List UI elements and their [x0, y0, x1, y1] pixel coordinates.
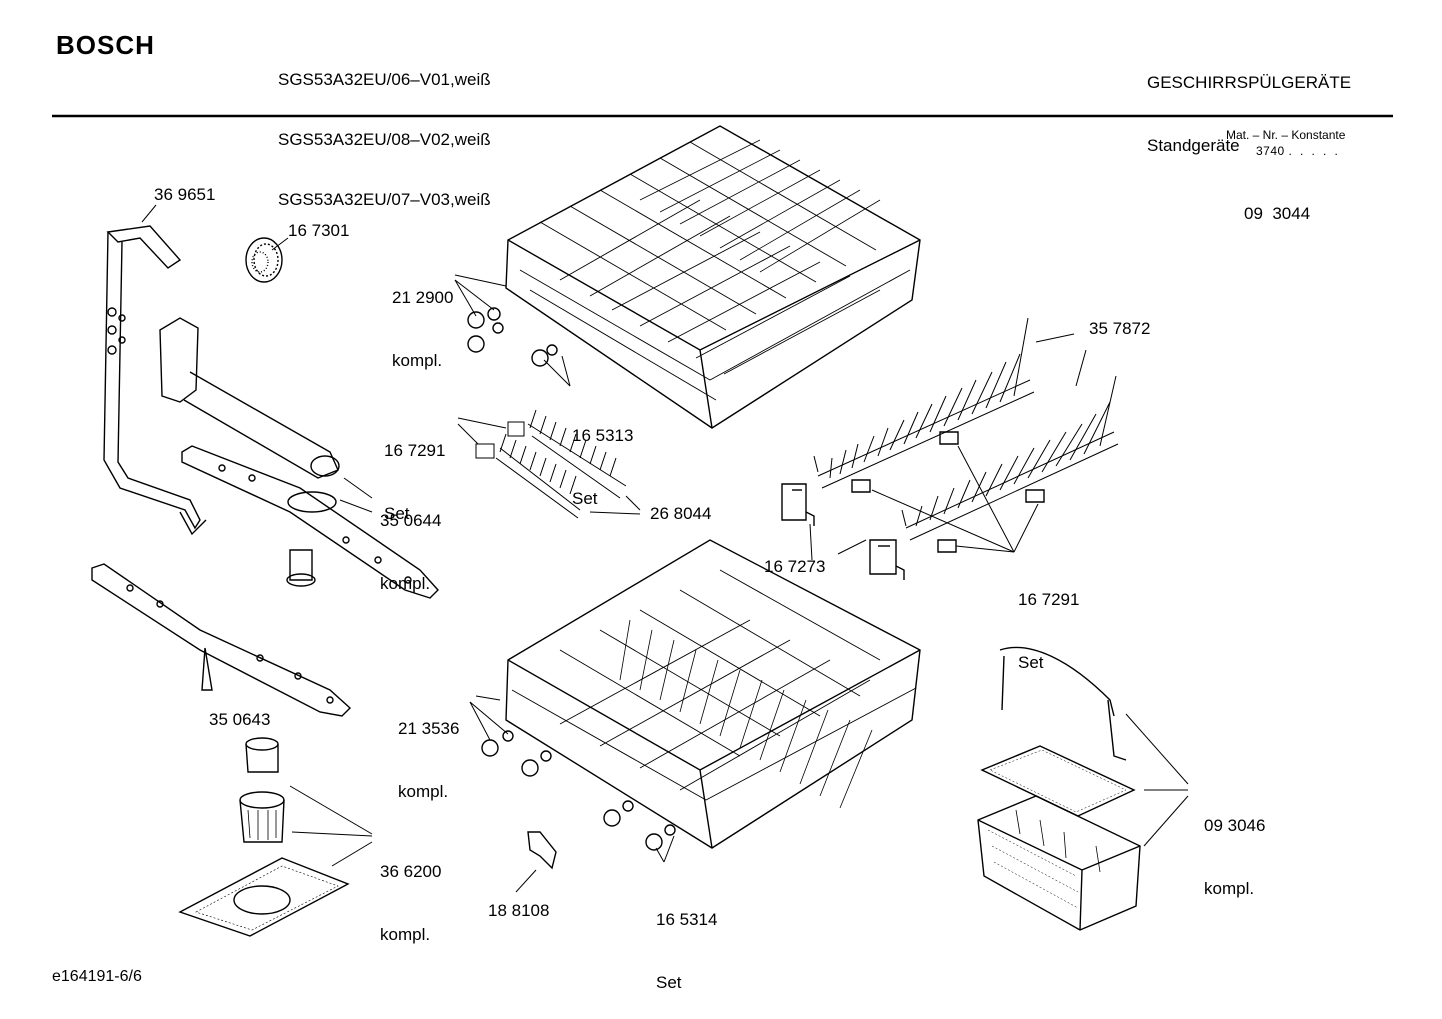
tine-rack-drawing — [475, 409, 627, 519]
leader-lines — [141, 204, 1189, 893]
part-qualifier: Set — [572, 489, 598, 508]
part-qualifier: Set — [1018, 653, 1044, 672]
part-number: 16 5313 — [572, 426, 634, 445]
part-qualifier: kompl. — [380, 925, 431, 944]
part-label-350644: 35 0644 kompl. — [380, 468, 441, 636]
part-label-165313: 16 5313 Set — [572, 383, 633, 551]
part-label-213536: 21 3536 kompl. — [398, 676, 459, 844]
part-label-167291-right: 16 7291 Set — [1018, 547, 1079, 715]
part-label-369651: 36 9651 — [154, 185, 216, 204]
model-list: SGS53A32EU/06–V01,weiß SGS53A32EU/08–V02… — [278, 30, 491, 250]
part-number: 16 5314 — [656, 910, 718, 929]
filter-drawing — [178, 737, 350, 937]
upper-basket-drawing — [505, 125, 921, 429]
part-qualifier: kompl. — [1204, 879, 1255, 898]
part-label-093044: 09 3044 — [1244, 204, 1311, 223]
part-label-268044: 26 8044 — [650, 504, 712, 523]
brand-logo: BOSCH — [56, 30, 155, 60]
part-label-357872: 35 7872 — [1089, 319, 1151, 338]
part-label-366200: 36 6200 kompl. — [380, 819, 441, 987]
supply-pipe-drawing — [103, 225, 207, 536]
lower-basket-drawing — [505, 539, 921, 849]
cutlery-basket-drawing — [977, 646, 1141, 931]
part-qualifier: kompl. — [392, 351, 443, 370]
material-number-label: Mat. – Nr. – Konstante — [1226, 128, 1346, 142]
part-qualifier: kompl. — [380, 574, 431, 593]
part-number: 36 6200 — [380, 862, 442, 881]
part-qualifier: Set — [384, 504, 410, 523]
lower-basket-rollers-drawing — [481, 730, 676, 851]
part-label-167291-top: 16 7291 Set — [384, 398, 445, 566]
material-number-value: 3740 . . . . . — [1256, 144, 1339, 158]
rail-stop-drawing — [527, 831, 557, 870]
part-number: 21 3536 — [398, 719, 460, 738]
part-qualifier: kompl. — [398, 782, 449, 801]
part-label-167301: 16 7301 — [288, 221, 350, 240]
part-label-350643: 35 0643 — [209, 710, 271, 729]
part-label-212900: 21 2900 kompl. — [392, 245, 453, 413]
fold-tine-racks-drawing — [813, 317, 1119, 541]
part-number: 16 7291 — [384, 441, 446, 460]
lower-spray-arm-drawing — [91, 563, 352, 717]
sieve-cap-drawing — [245, 237, 283, 283]
part-number: 16 7291 — [1018, 590, 1080, 609]
part-label-167273: 16 7273 — [764, 557, 826, 576]
model-line: SGS53A32EU/07–V03,weiß — [278, 190, 491, 209]
upper-spray-arm-pipe-drawing — [159, 317, 340, 479]
category-subtitle: Standgeräte — [1147, 136, 1240, 155]
part-label-093046: 09 3046 kompl. — [1204, 773, 1265, 941]
part-number: 09 3046 — [1204, 816, 1266, 835]
model-line: SGS53A32EU/06–V01,weiß — [278, 70, 491, 89]
part-number: 35 0644 — [380, 511, 442, 530]
upper-spray-arm-drawing — [181, 445, 439, 599]
rack-clips-drawing — [781, 431, 1045, 580]
document-id: e164191-6/6 — [52, 968, 142, 985]
category-block: GESCHIRRSPÜLGERÄTE Standgeräte — [1147, 30, 1351, 198]
category-title: GESCHIRRSPÜLGERÄTE — [1147, 73, 1352, 92]
part-label-165314: 16 5314 Set — [656, 867, 717, 1019]
part-label-188108: 18 8108 — [488, 901, 550, 920]
part-qualifier: Set — [656, 973, 682, 992]
model-line: SGS53A32EU/08–V02,weiß — [278, 130, 491, 149]
upper-basket-rollers-drawing — [467, 307, 558, 367]
part-number: 21 2900 — [392, 288, 454, 307]
